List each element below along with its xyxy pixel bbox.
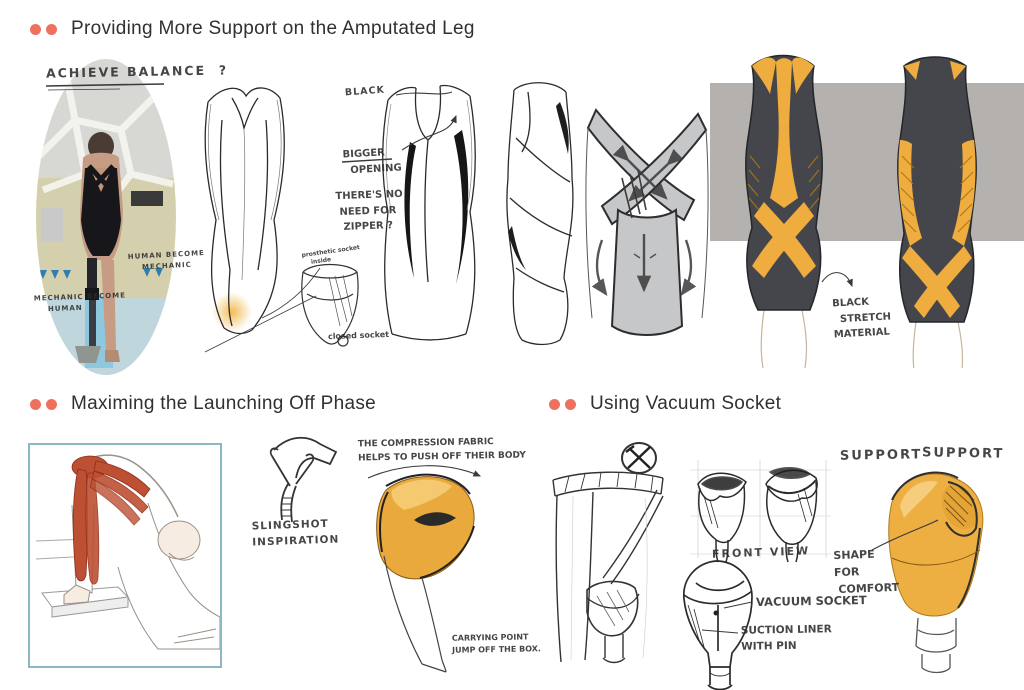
suit-sketch-back	[382, 84, 476, 341]
note-shape-comfort: SHAPE FOR COMFORT	[833, 547, 900, 597]
suit-render-back	[745, 54, 823, 368]
section-title-vacuum: Using Vacuum Socket	[590, 393, 782, 414]
section-header-launch: Maximing the Launching Off Phase	[30, 393, 376, 415]
bullet-dots	[30, 398, 57, 410]
note-jump-off: CARRYING POINT JUMP OFF THE BOX.	[451, 632, 541, 656]
suit-renders	[710, 54, 1024, 368]
section-title-support: Providing More Support on the Amputated …	[71, 18, 475, 39]
section-title-launch: Maximing the Launching Off Phase	[71, 393, 376, 414]
bullet-dot	[30, 398, 41, 410]
note-black: BLACK	[344, 84, 386, 99]
bullet-dots	[549, 398, 576, 410]
note-support-right: SUPPORT	[921, 445, 1005, 462]
suit-render-front	[897, 56, 977, 368]
bullet-dots	[30, 23, 57, 35]
leggings-sketch	[552, 471, 664, 664]
bullet-dot	[565, 398, 576, 410]
note-no-zipper: THERE'S NO NEED FOR ZIPPER ?	[335, 188, 403, 234]
bullet-dot	[549, 398, 560, 410]
note-mechanic-become-human: MECHANIC BECOME HUMAN	[33, 291, 127, 314]
bullet-dot	[46, 398, 57, 410]
socket-frontview-sketch	[690, 460, 831, 563]
muscle-figure-frame	[28, 443, 222, 668]
no-pins-icon	[621, 442, 657, 474]
note-bigger-opening: BIGGER OPENING	[342, 147, 402, 177]
section-header-vacuum: Using Vacuum Socket	[549, 393, 781, 415]
bullet-dot	[46, 23, 57, 35]
section-header-support: Providing More Support on the Amputated …	[30, 18, 475, 40]
note-slingshot: SLINGSHOT INSPIRATION	[251, 517, 340, 549]
note-suction-liner: SUCTION LINER WITH PIN	[740, 623, 832, 654]
bullet-dot	[30, 23, 41, 35]
suit-sketch-crossback	[585, 108, 709, 336]
suit-sketch-twist	[506, 82, 574, 346]
note-compression: THE COMPRESSION FABRIC HELPS TO PUSH OFF…	[357, 437, 526, 464]
note-black-stretch: BLACK STRETCH MATERIAL	[831, 296, 892, 341]
slingshot-sketch	[269, 436, 338, 523]
compression-leg-sketch	[376, 473, 475, 673]
swimmer-photo	[36, 59, 176, 375]
suit-sketch-front	[204, 87, 285, 335]
note-support-left: SUPPORT	[839, 447, 923, 464]
muscle-figure	[35, 454, 220, 650]
